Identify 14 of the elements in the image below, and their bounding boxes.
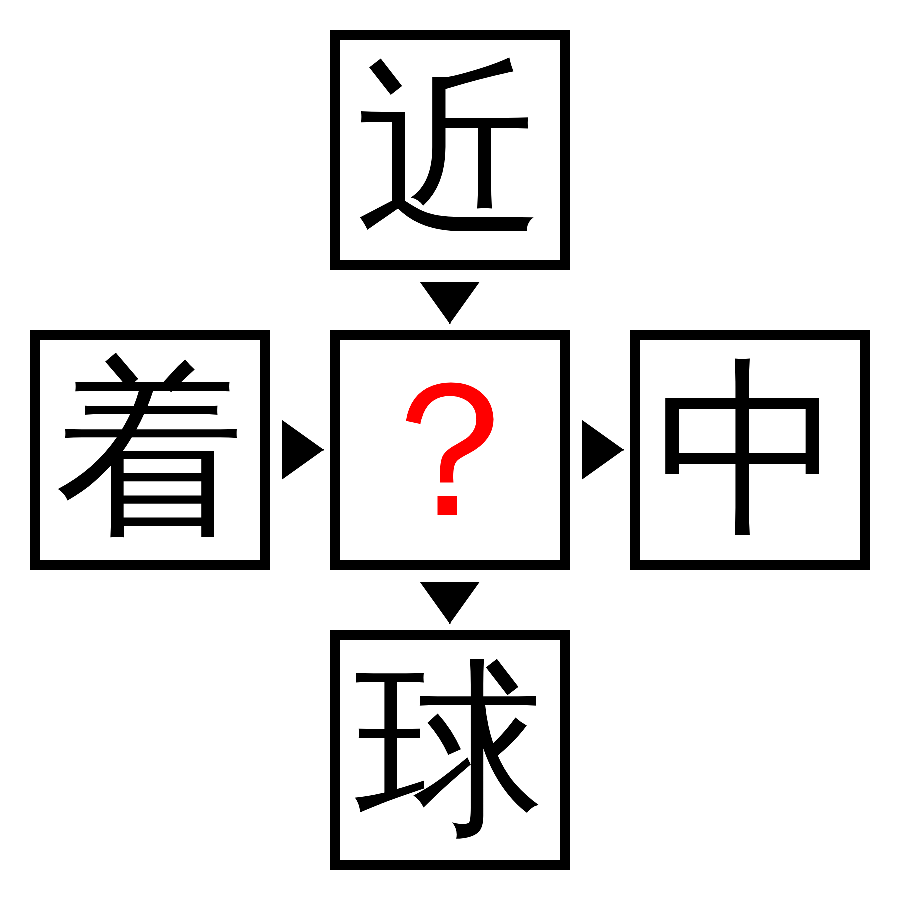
arrow (420, 282, 480, 324)
question-mark: ？ (355, 355, 545, 545)
kanji: 近 (355, 55, 545, 245)
character-box (330, 330, 570, 570)
character-box (30, 330, 270, 570)
character-box (630, 330, 870, 570)
arrow (420, 582, 480, 624)
kanji: 着 (55, 355, 245, 545)
arrow (582, 420, 624, 480)
character-box (330, 630, 570, 870)
kanji: 中 (655, 355, 845, 545)
kanji: 球 (355, 655, 545, 845)
character-box (330, 30, 570, 270)
arrow (282, 420, 324, 480)
